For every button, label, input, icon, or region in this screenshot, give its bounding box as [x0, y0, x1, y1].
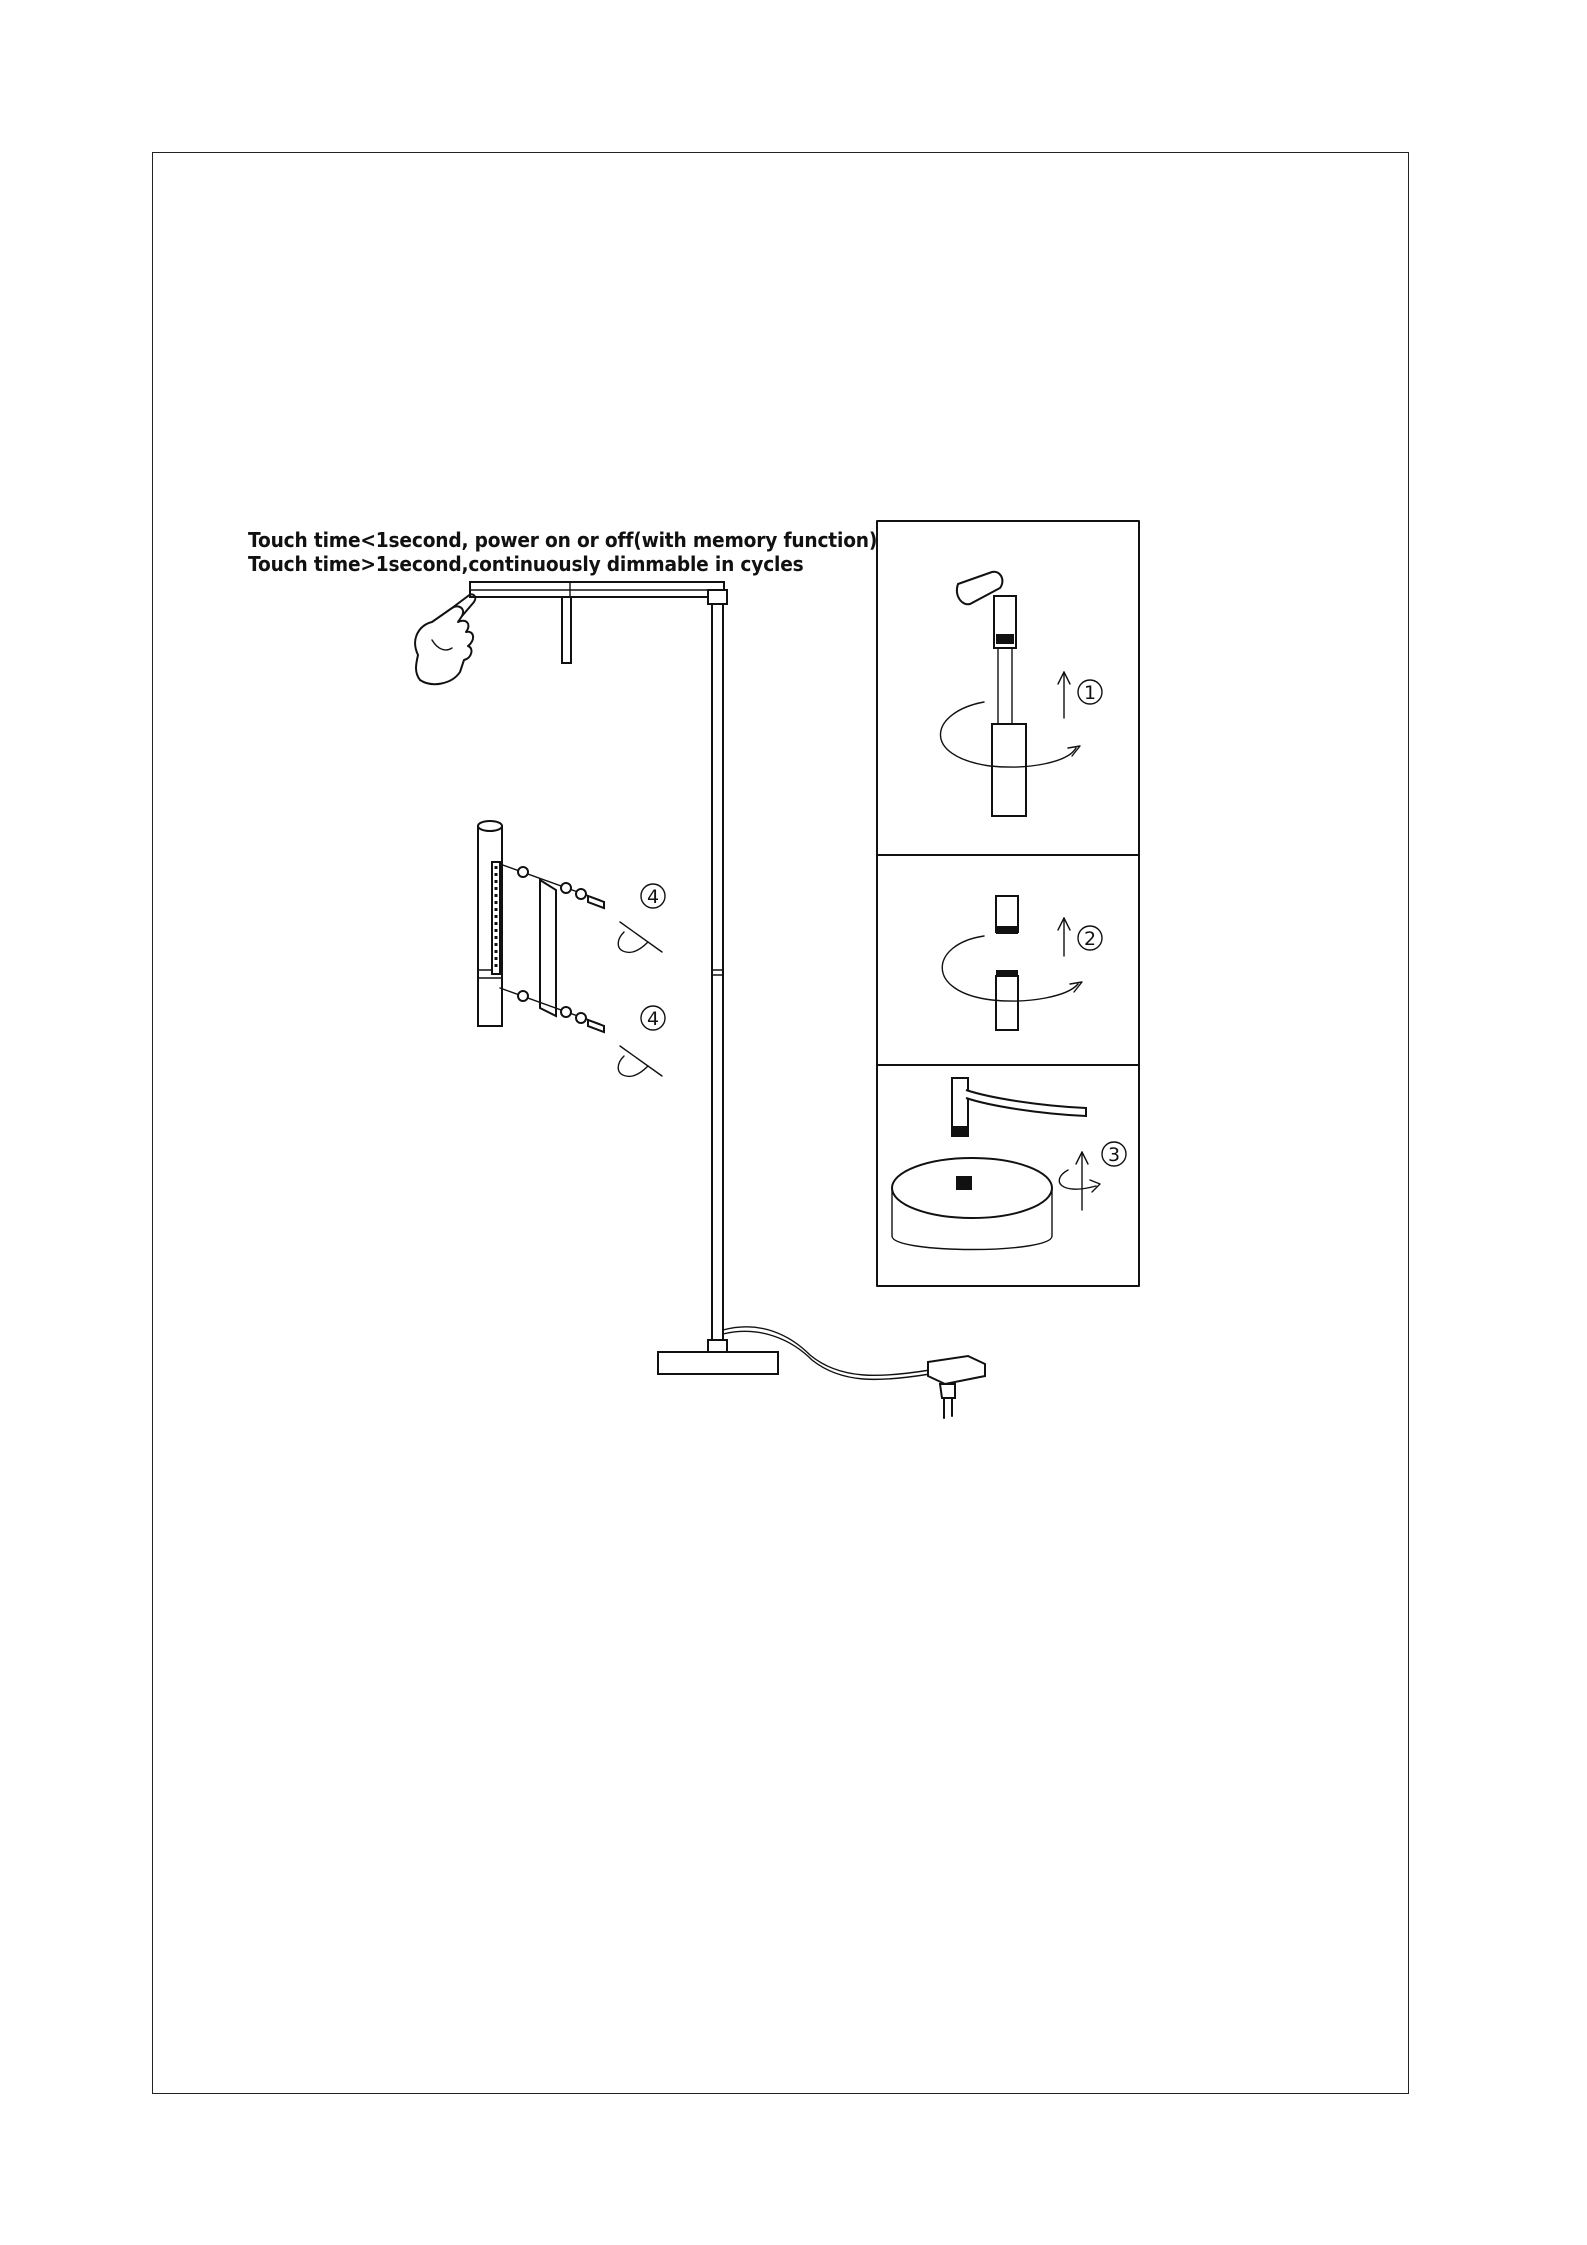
svg-text:1: 1	[1084, 682, 1096, 704]
step-3-panel: 3	[892, 1078, 1126, 1250]
step-2-panel: 2	[942, 896, 1102, 1030]
svg-text:2: 2	[1084, 928, 1096, 950]
lamp-base	[658, 1352, 778, 1374]
svg-text:3: 3	[1108, 1144, 1120, 1166]
cover-plate	[540, 880, 556, 1016]
hand-icon	[415, 594, 475, 684]
svg-text:4: 4	[647, 1008, 659, 1030]
screw-icon	[588, 896, 604, 1032]
svg-text:4: 4	[647, 886, 659, 908]
led-assembly-detail: 4 4	[478, 821, 665, 1076]
light-bar	[562, 597, 571, 663]
rotate-arrow-icon	[618, 922, 662, 1076]
plug-icon	[928, 1356, 985, 1418]
step-panels: 1 2 3	[877, 521, 1139, 1286]
step-1-panel: 1	[940, 572, 1102, 816]
